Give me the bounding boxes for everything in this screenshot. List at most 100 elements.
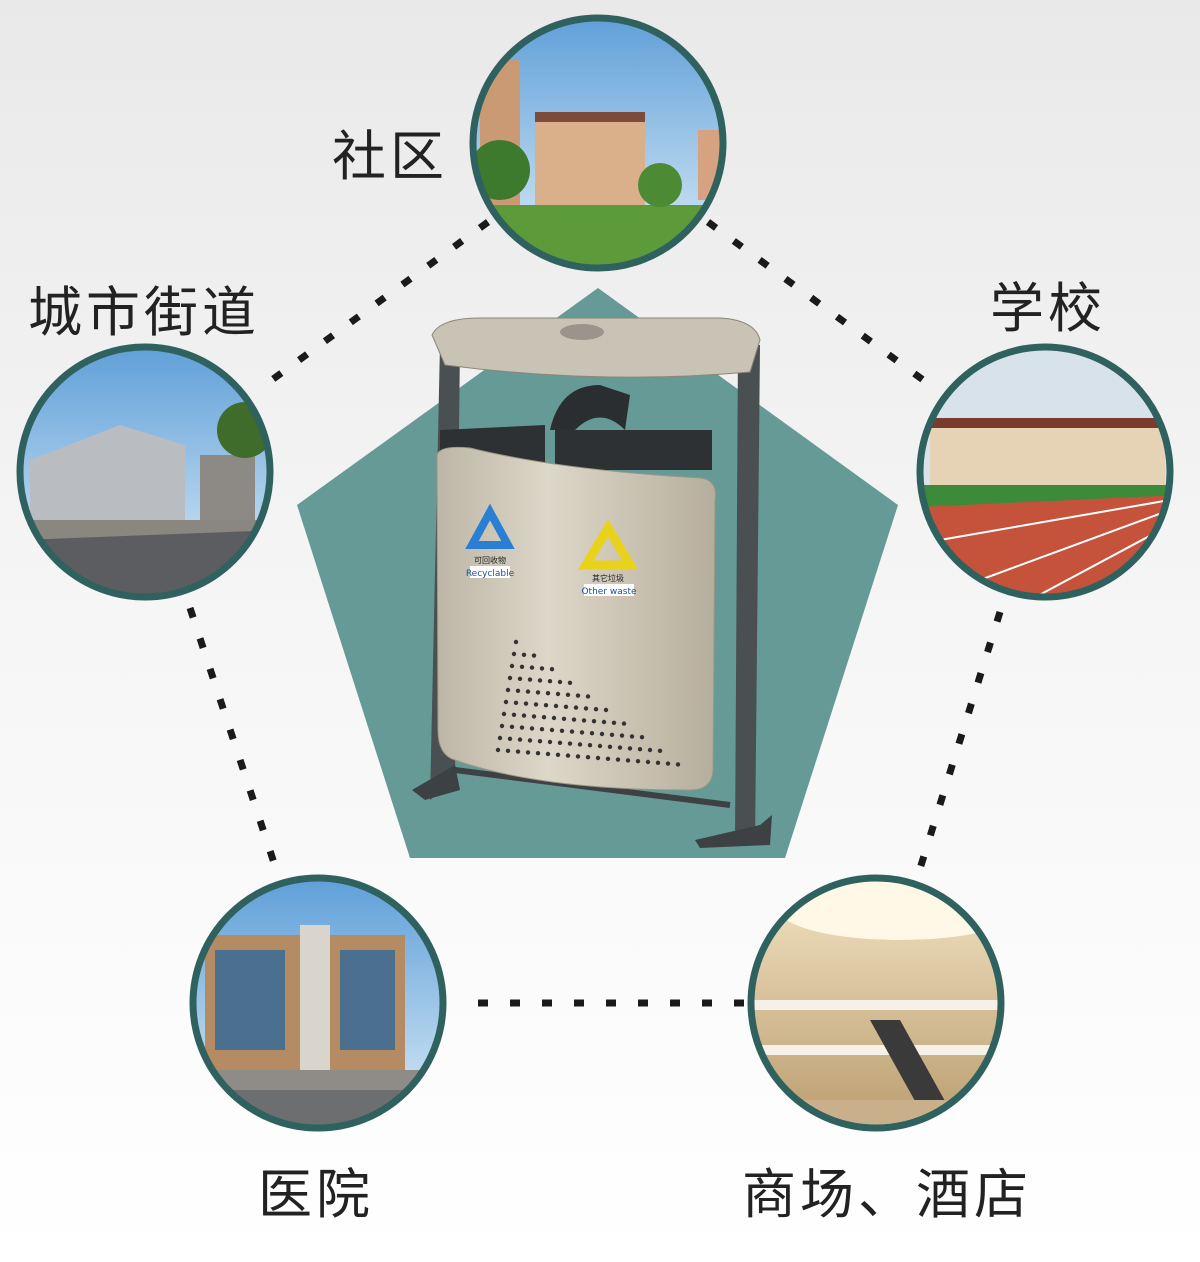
vent-hole <box>545 751 551 757</box>
vent-hole <box>571 717 577 722</box>
vent-hole <box>539 727 545 732</box>
vent-hole <box>513 639 519 645</box>
vent-hole <box>555 691 561 697</box>
vent-hole <box>639 735 645 740</box>
vent-hole <box>501 711 507 717</box>
vent-hole <box>615 757 621 762</box>
vent-hole <box>533 702 539 707</box>
vent-hole <box>605 756 611 761</box>
vent-hole <box>515 688 521 693</box>
vent-hole <box>539 666 545 671</box>
vent-hole <box>581 718 587 723</box>
vent-hole <box>593 707 599 712</box>
vent-hole <box>637 747 643 752</box>
vent-hole <box>601 719 607 725</box>
vent-hole <box>515 749 521 754</box>
vent-hole <box>567 680 573 685</box>
vent-hole <box>621 721 627 726</box>
vent-hole <box>507 675 513 681</box>
vent-hole <box>519 725 525 730</box>
vent-hole <box>665 761 671 766</box>
vent-hole <box>585 755 591 760</box>
vent-hole <box>587 743 593 748</box>
vent-hole <box>549 667 555 672</box>
hospital-building-photo <box>196 881 440 1125</box>
vent-hole <box>505 748 511 753</box>
vent-hole <box>583 706 589 711</box>
vent-hole <box>565 692 571 697</box>
vent-hole <box>545 691 551 696</box>
vent-hole <box>509 663 515 669</box>
vent-hole <box>529 665 535 670</box>
recycle-icon <box>465 503 515 549</box>
vent-hole <box>547 679 553 684</box>
vent-hole <box>625 758 631 763</box>
vent-hole <box>645 759 651 765</box>
vent-hole <box>627 746 633 751</box>
vent-hole <box>503 699 509 705</box>
vent-hole <box>575 754 581 759</box>
vent-hole <box>523 701 529 706</box>
vent-hole <box>511 651 517 657</box>
vent-hole <box>511 712 517 717</box>
vent-hole <box>505 687 511 693</box>
vent-hole <box>553 703 559 709</box>
vent-hole <box>497 735 503 741</box>
ring-hospital <box>189 874 447 1132</box>
ring-street <box>16 343 274 601</box>
vent-hole <box>655 760 661 765</box>
vent-hole <box>611 720 617 725</box>
scene-label-school: 学校 <box>990 277 1106 340</box>
recyclable-cn-label: 可回收物 <box>474 555 506 565</box>
ventilation-holes <box>495 639 681 767</box>
ring-community <box>469 14 727 272</box>
vent-hole <box>499 723 505 729</box>
vent-hole <box>619 733 625 738</box>
vent-hole <box>575 693 581 698</box>
vent-hole <box>541 715 547 720</box>
vent-hole <box>609 732 615 737</box>
scene-label-community: 社区 <box>332 125 448 188</box>
vent-hole <box>537 739 543 744</box>
vent-hole <box>527 677 533 682</box>
vent-hole <box>537 678 543 683</box>
vent-hole <box>551 715 557 721</box>
vent-hole <box>525 689 531 694</box>
trash-bin-product: 可回收物 Recyclable 其它垃圾 Other waste <box>412 317 772 848</box>
vent-hole <box>531 653 537 658</box>
vent-hole <box>603 707 609 713</box>
vent-hole <box>517 676 523 681</box>
vent-hole <box>509 724 515 729</box>
vent-hole <box>557 740 563 745</box>
other-waste-cn-label: 其它垃圾 <box>592 573 624 583</box>
vent-hole <box>561 716 567 721</box>
vent-hole <box>555 752 561 757</box>
vent-hole <box>521 713 527 718</box>
scene-label-street: 城市街道 <box>28 281 260 344</box>
vent-hole <box>629 734 635 739</box>
vent-hole <box>599 731 605 737</box>
vent-hole <box>595 755 601 761</box>
vent-hole <box>529 726 535 731</box>
scene-label-hospital: 医院 <box>258 1163 374 1226</box>
vent-hole <box>535 751 541 756</box>
vent-hole <box>549 727 555 733</box>
vent-hole <box>495 747 501 753</box>
vent-hole <box>559 728 565 733</box>
vent-hole <box>521 652 527 657</box>
vent-hole <box>547 739 553 745</box>
vent-hole <box>577 742 583 747</box>
recyclable-en-label: Recyclable <box>466 569 515 579</box>
vent-hole <box>607 744 613 749</box>
vent-hole <box>597 743 603 749</box>
scene-label-mall: 商场、酒店 <box>742 1163 1032 1226</box>
vent-hole <box>527 738 533 743</box>
vent-hole <box>617 745 623 750</box>
vent-hole <box>557 679 563 685</box>
vent-hole <box>519 664 525 669</box>
vent-hole <box>579 730 585 735</box>
vent-hole <box>573 705 579 710</box>
other-waste-icon <box>578 519 638 570</box>
vent-hole <box>635 759 641 764</box>
